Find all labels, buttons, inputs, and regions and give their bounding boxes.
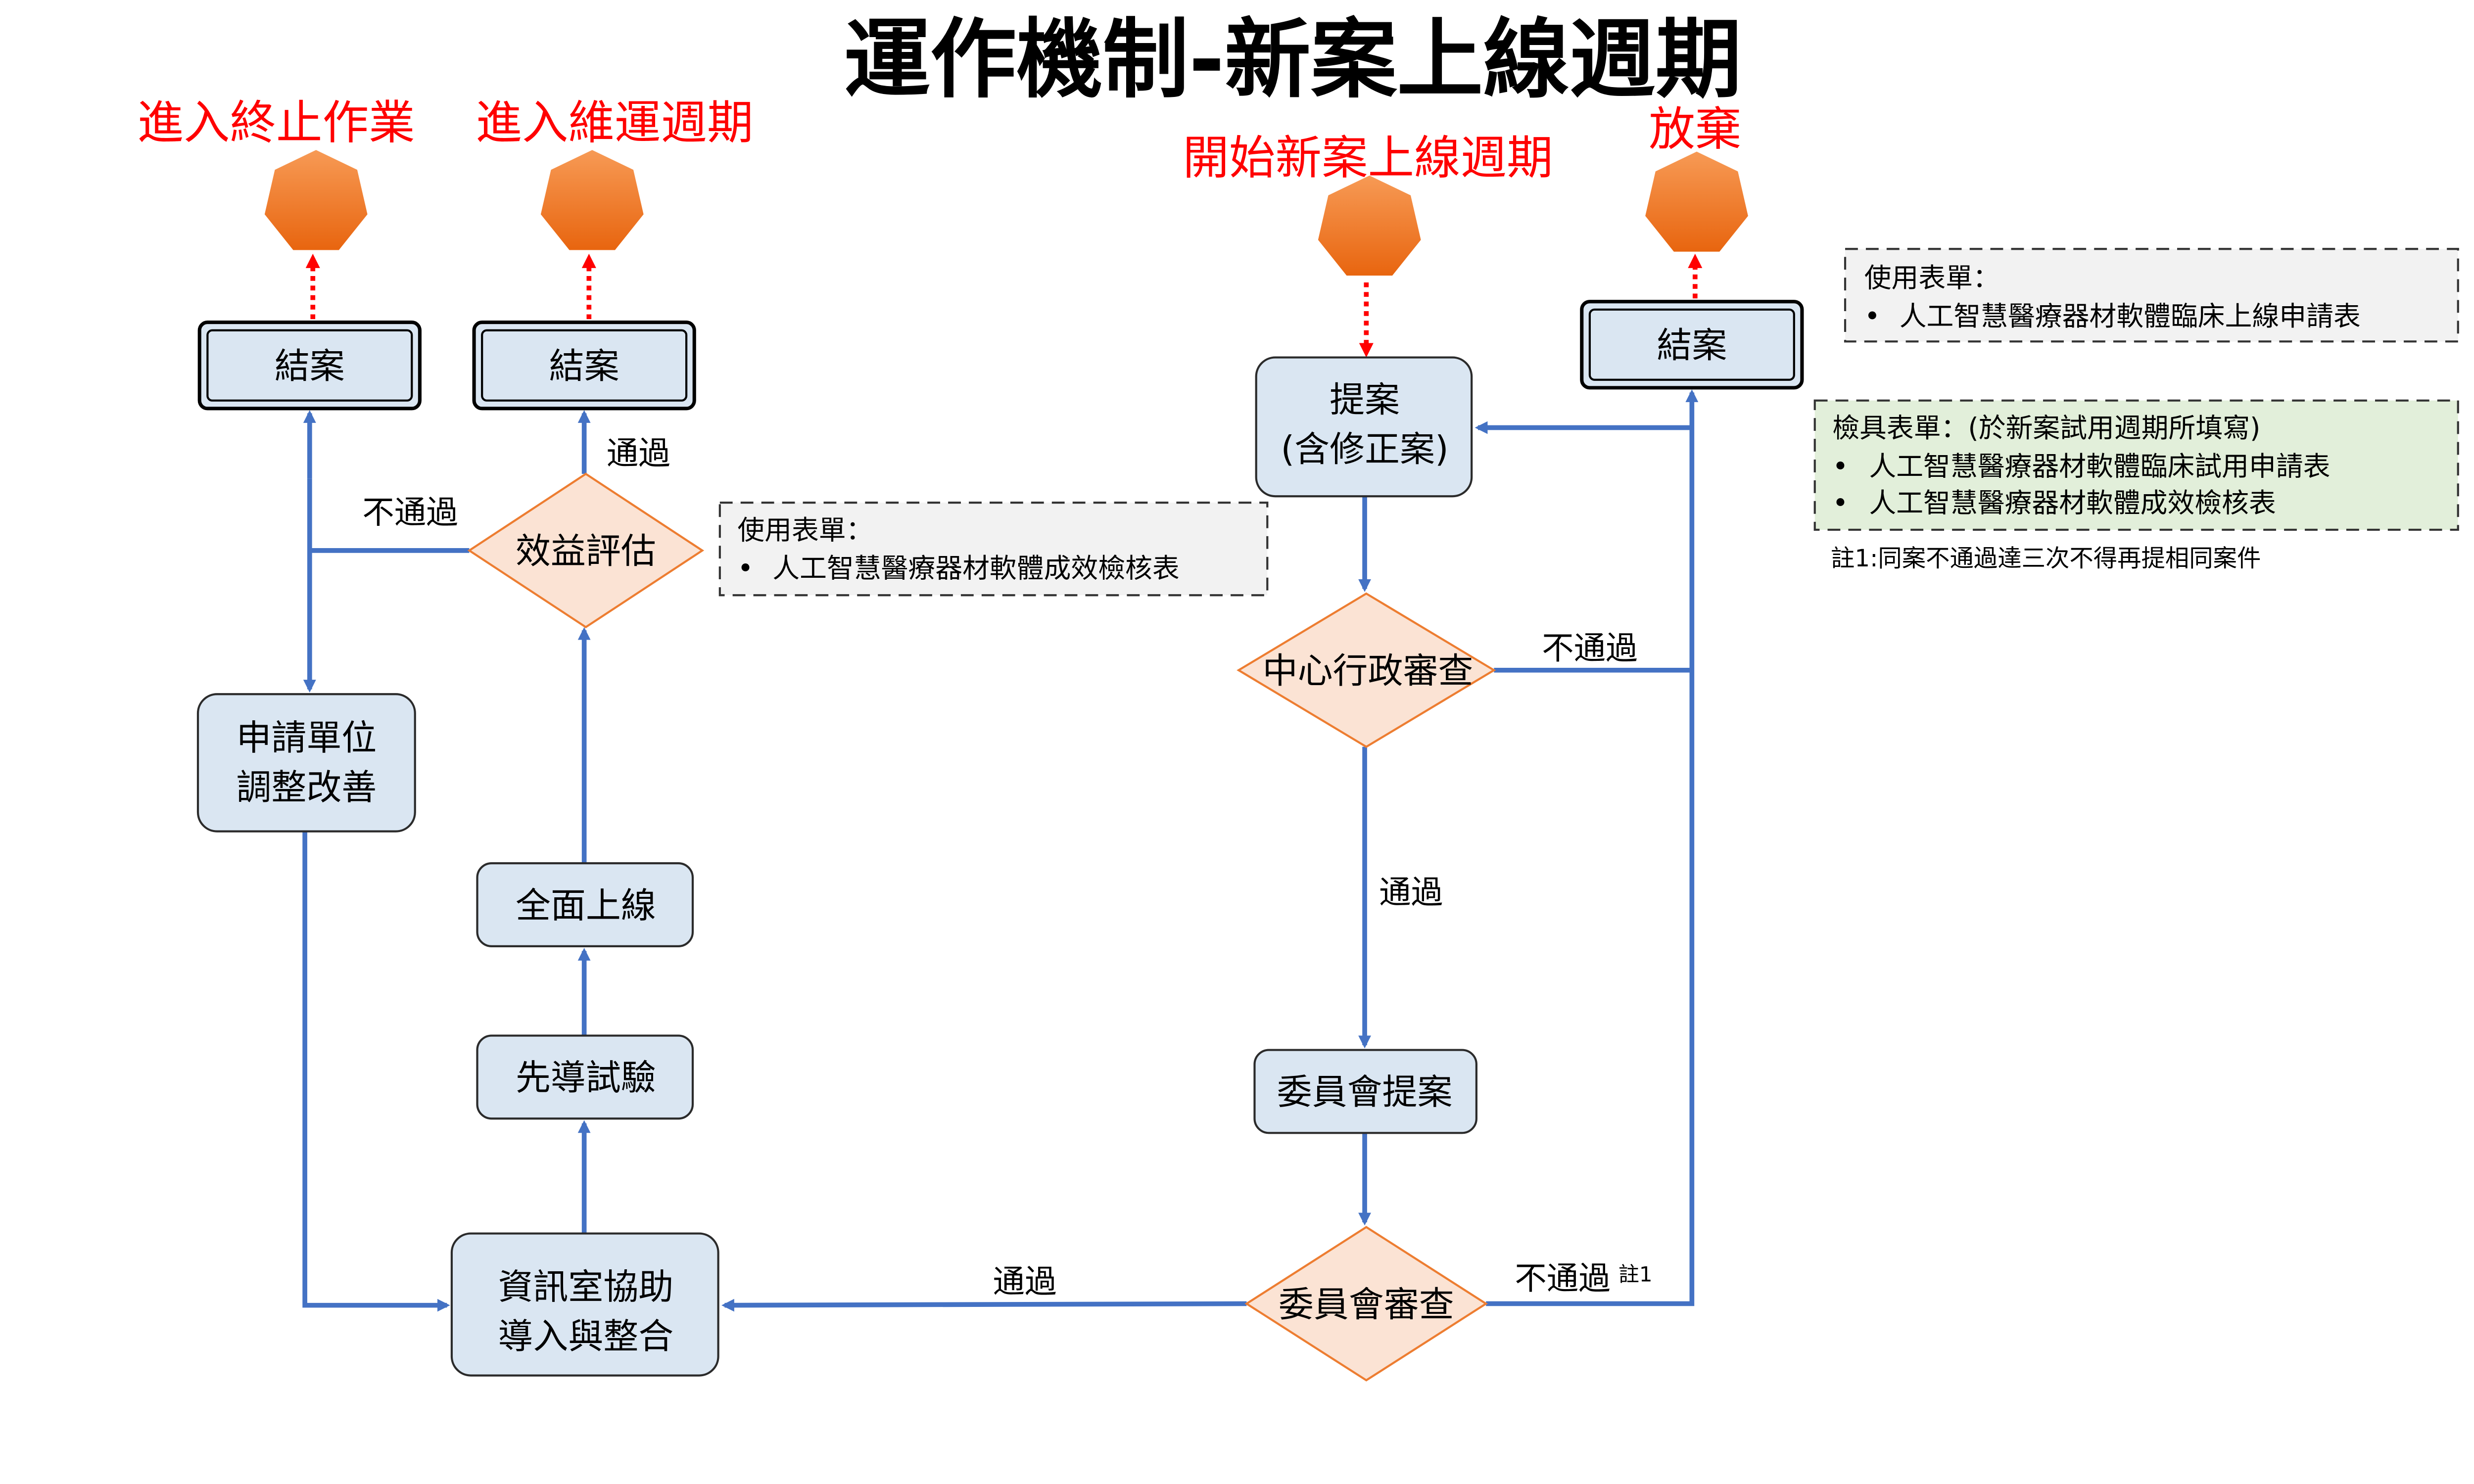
page-title: 運作機制-新案上線週期	[844, 10, 1742, 110]
note-heading: 使用表單：	[1864, 262, 2000, 294]
close-mid-label: 結案	[549, 346, 619, 387]
terminal-abandon-icon	[1645, 151, 1748, 252]
note-bullet: •	[1864, 300, 1880, 332]
admin-review-label: 中心行政審查	[1263, 650, 1474, 692]
committee-review-decision[interactable]: 委員會審查	[1244, 1226, 1488, 1382]
it-line2: 導入與整合	[498, 1316, 673, 1357]
committee-proposal-label: 委員會提案	[1277, 1071, 1453, 1113]
note-check-forms: 檢具表單：(於新案試用週期所填寫) • 人工智慧醫療器材軟體臨床試用申請表 • …	[1813, 399, 2459, 531]
close-box-mid[interactable]: 結案	[472, 321, 696, 411]
edge-label: 不通過	[1515, 1260, 1611, 1297]
pilot-node[interactable]: 先導試驗	[476, 1034, 694, 1120]
full-launch-label: 全面上線	[516, 885, 656, 926]
note-bullet: •	[1832, 487, 1848, 518]
red-connectors	[305, 253, 1703, 358]
terminal-label-maintenance: 進入維運週期	[476, 96, 753, 150]
edge-label: 通過	[1379, 874, 1443, 911]
note-heading: 檢具表單：(於新案試用週期所填寫)	[1832, 412, 2260, 444]
note-bullet: •	[737, 553, 753, 584]
note-benefit-forms: 使用表單： • 人工智慧醫療器材軟體成效檢核表	[718, 502, 1269, 597]
close-box-right[interactable]: 結案	[1580, 300, 1804, 390]
note-launch-forms: 使用表單： • 人工智慧醫療器材軟體臨床上線申請表	[1844, 248, 2459, 343]
note-item: 人工智慧醫療器材軟體臨床試用申請表	[1869, 450, 2330, 482]
proposal-line1: 提案	[1330, 379, 1400, 420]
close-right-label: 結案	[1657, 325, 1727, 366]
admin-review-decision[interactable]: 中心行政審查	[1237, 592, 1496, 748]
proposal-node[interactable]: 提案 (含修正案)	[1255, 356, 1473, 498]
close-left-label: 結案	[275, 346, 345, 387]
note-bullet: •	[1832, 450, 1848, 482]
benefit-label: 效益評估	[516, 531, 656, 572]
edge-label: 通過	[607, 435, 670, 472]
committee-review-label: 委員會審查	[1279, 1284, 1454, 1325]
edge-label: 不通過	[1542, 630, 1638, 667]
note-heading: 使用表單：	[737, 514, 873, 546]
terminal-label-abandon: 放棄	[1649, 103, 1741, 157]
footnote: 註1:同案不通過達三次不得再提相同案件	[1831, 545, 2261, 572]
footnote-marker: 註1	[1618, 1262, 1653, 1286]
note-item: 人工智慧醫療器材軟體成效檢核表	[1869, 487, 2276, 518]
full-launch-node[interactable]: 全面上線	[476, 862, 694, 947]
terminal-terminate-icon	[264, 150, 368, 250]
terminal-start-icon	[1318, 175, 1421, 276]
terminal-label-terminate: 進入終止作業	[137, 96, 415, 150]
benefit-decision[interactable]: 效益評估	[467, 472, 705, 629]
edge-label: 不通過	[362, 494, 458, 531]
it-integration-node[interactable]: 資訊室協助 導入與整合	[450, 1232, 719, 1377]
committee-proposal-node[interactable]: 委員會提案	[1253, 1049, 1477, 1134]
proposal-line2: (含修正案)	[1281, 428, 1448, 469]
close-box-left[interactable]: 結案	[197, 321, 422, 411]
note-item: 人工智慧醫療器材軟體成效檢核表	[772, 553, 1179, 584]
flow-lines	[302, 389, 1699, 1312]
adjust-line1: 申請單位	[236, 717, 377, 758]
pilot-label: 先導試驗	[516, 1057, 656, 1098]
adjust-line2: 調整改善	[236, 767, 377, 808]
note-item: 人工智慧醫療器材軟體臨床上線申請表	[1900, 300, 2361, 332]
flowchart: 運作機制-新案上線週期 進入終止作業 進入維運週期 開始新案上線週期 放棄 結案…	[137, 10, 2459, 1382]
terminal-maintenance-icon	[540, 150, 644, 250]
edge-label: 通過	[993, 1263, 1056, 1300]
adjust-node[interactable]: 申請單位 調整改善	[196, 693, 416, 833]
it-line1: 資訊室協助	[498, 1266, 673, 1307]
